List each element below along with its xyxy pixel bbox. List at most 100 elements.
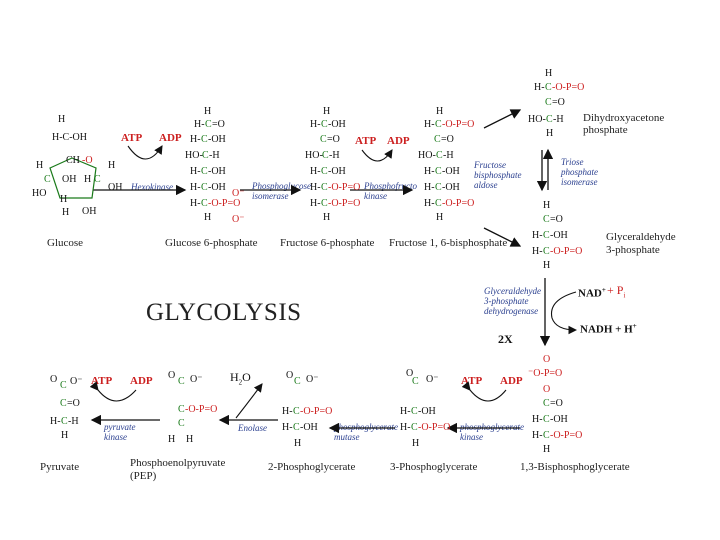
- svg-text:O⁻: O⁻: [70, 376, 83, 387]
- svg-text:H: H: [543, 444, 550, 455]
- svg-text:O⁻: O⁻: [232, 188, 245, 199]
- label-3-phosphoglycerate: 3-Phosphoglycerate: [390, 461, 478, 473]
- svg-text:-OH: -OH: [300, 422, 318, 433]
- svg-text:-O-P=O: -O-P=O: [552, 82, 584, 93]
- enzyme-pgm-line1: phosphoglycerate: [334, 422, 398, 432]
- svg-text:C: C: [294, 376, 301, 387]
- arrow-to-dhap: [483, 109, 522, 129]
- svg-text:H-: H-: [424, 119, 435, 130]
- svg-text:C: C: [44, 174, 51, 185]
- svg-text:HO-: HO-: [418, 150, 436, 161]
- svg-text:-O-P=O: -O-P=O: [300, 406, 332, 417]
- svg-text:OH: OH: [108, 182, 122, 193]
- label-dhap-line2: phosphate: [583, 124, 628, 136]
- svg-text:H: H: [61, 430, 68, 441]
- svg-text:H: H: [186, 434, 193, 445]
- dhap-structure: H H-C-O-P=O C=O HO-C-H H: [528, 68, 584, 139]
- svg-text:=O: =O: [550, 398, 563, 409]
- svg-text:H: H: [36, 160, 43, 171]
- label-g3p-line1: Glyceraldehyde: [606, 231, 676, 243]
- svg-text:C: C: [201, 198, 208, 209]
- adp-pgk: ADP: [500, 375, 523, 387]
- svg-text:-H: -H: [553, 114, 564, 125]
- svg-text:H-: H-: [310, 119, 321, 130]
- label-1-3-bisphosphoglycerate: 1,3-Bisphosphoglycerate: [520, 461, 630, 473]
- svg-text:C: C: [435, 166, 442, 177]
- g6p-structure: H H-C=O H-C-OH HO-C-H H-C-OH H-C-OH H-C-…: [185, 106, 245, 225]
- enzyme-phosphoglycerate-mutase: phosphoglycerate mutase: [334, 422, 398, 442]
- svg-text:-OH: -OH: [208, 182, 226, 193]
- curve-pfk-atp: [361, 149, 393, 162]
- enzyme-g3pdh-line3: dehydrogenase: [484, 306, 539, 316]
- svg-text:C: C: [178, 418, 185, 429]
- svg-text:-OH: -OH: [442, 182, 460, 193]
- enzyme-pfk-line2: kinase: [364, 191, 387, 201]
- svg-text:H-: H-: [50, 416, 61, 427]
- svg-text:H: H: [204, 106, 211, 117]
- svg-text:H: H: [436, 106, 443, 117]
- svg-text:H-: H-: [310, 198, 321, 209]
- svg-text:=O: =O: [441, 134, 454, 145]
- svg-text:-O-P=O: -O-P=O: [442, 119, 474, 130]
- enzyme-aldolase-line2: bisphosphate: [474, 170, 522, 180]
- svg-text:-O: -O: [82, 155, 93, 166]
- label-dhap-line1: Dihydroxyacetone: [583, 112, 665, 124]
- svg-text:H: H: [58, 114, 65, 125]
- enzyme-aldolase-line1: Fructose: [474, 160, 506, 170]
- svg-text:H: H: [204, 212, 211, 223]
- svg-text:=O: =O: [552, 97, 565, 108]
- svg-text:C: C: [546, 114, 553, 125]
- svg-text:-O-P=O: -O-P=O: [208, 198, 240, 209]
- atp-pyruvate-kinase: ATP: [91, 375, 113, 387]
- svg-text:-OH: -OH: [328, 166, 346, 177]
- svg-text:H: H: [546, 128, 553, 139]
- svg-text:O: O: [543, 384, 550, 395]
- enzyme-phosphoglucose-isomerase: Phosphoglucose isomerase: [252, 181, 311, 201]
- svg-text:C: C: [321, 119, 328, 130]
- svg-text:=O: =O: [212, 119, 225, 130]
- enzyme-hexokinase: Hexokinase: [131, 182, 173, 192]
- svg-text:-O-P=O: -O-P=O: [328, 182, 360, 193]
- svg-text:-O-P=O: -O-P=O: [418, 422, 450, 433]
- 3pg-structure: COO⁻ H-C-OH H-C-O-P=O H: [400, 368, 450, 449]
- svg-text:C: C: [543, 230, 550, 241]
- svg-text:H: H: [543, 260, 550, 271]
- svg-text:H-: H-: [282, 422, 293, 433]
- svg-text:H-C-OH: H-C-OH: [52, 132, 87, 143]
- enzyme-pyruvate-kinase: pyruvate kinase: [104, 422, 136, 442]
- svg-text:C: C: [543, 214, 550, 225]
- pi-text: P: [616, 283, 624, 297]
- svg-text:=O: =O: [327, 134, 340, 145]
- svg-text:C: C: [411, 406, 418, 417]
- svg-text:C: C: [60, 398, 67, 409]
- curve-hexokinase-atp: [127, 145, 163, 160]
- svg-text:⁻O-P=O: ⁻O-P=O: [528, 368, 562, 379]
- svg-text:O: O: [50, 374, 57, 385]
- svg-text:O⁻: O⁻: [190, 374, 203, 385]
- svg-text:C: C: [293, 406, 300, 417]
- label-glucose: Glucose: [47, 237, 84, 249]
- svg-text:C: C: [543, 430, 550, 441]
- svg-text:H-: H-: [532, 414, 543, 425]
- adp-pfk: ADP: [387, 135, 410, 147]
- svg-text:H: H: [168, 434, 175, 445]
- svg-text:-O-P=O: -O-P=O: [550, 430, 582, 441]
- svg-text:HO-: HO-: [528, 114, 546, 125]
- svg-text:H-: H-: [190, 198, 201, 209]
- svg-text:O⁻: O⁻: [232, 214, 245, 225]
- svg-text:-H: -H: [329, 150, 340, 161]
- svg-text:-H: -H: [443, 150, 454, 161]
- 13bpg-structure: O ⁻O-P=O O C=O H-C-OH H-C-O-P=O H: [528, 354, 582, 455]
- svg-text:C: C: [435, 182, 442, 193]
- enzyme-pgi-line2: isomerase: [252, 191, 289, 201]
- svg-text:C: C: [202, 150, 209, 161]
- svg-text:OH: OH: [62, 174, 76, 185]
- svg-text:-O-P=O: -O-P=O: [185, 404, 217, 415]
- curve-enolase-water: [235, 383, 263, 419]
- svg-text:C: C: [205, 119, 212, 130]
- svg-text:-OH: -OH: [550, 414, 568, 425]
- label-2-phosphoglycerate: 2-Phosphoglycerate: [268, 461, 356, 473]
- svg-text:C: C: [201, 134, 208, 145]
